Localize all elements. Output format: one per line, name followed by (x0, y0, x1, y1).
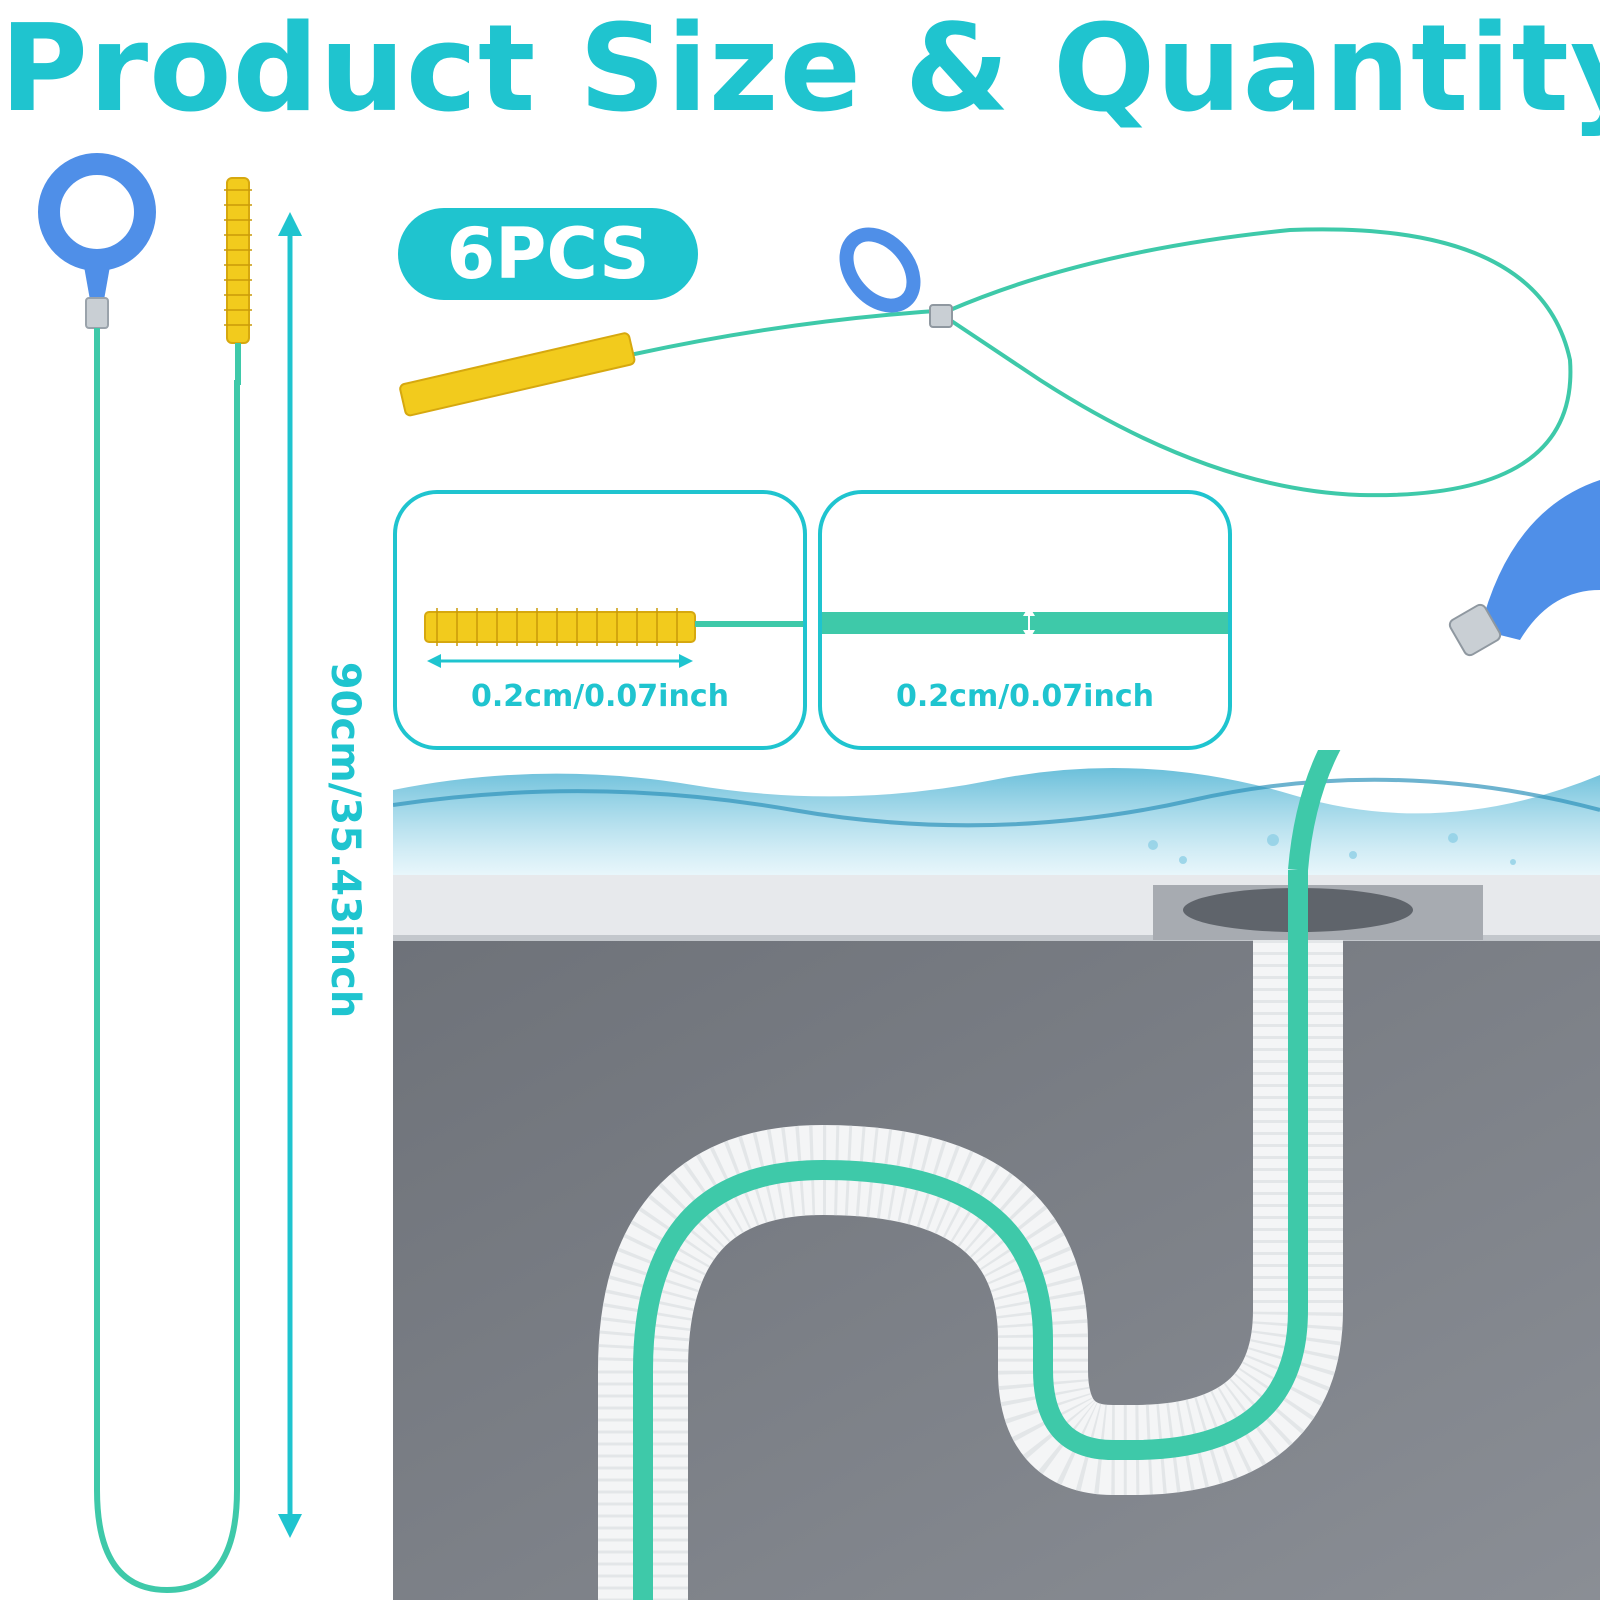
page-title: Product Size & Quantity (0, 0, 1600, 139)
drain-scene (393, 750, 1600, 1600)
detail-box-wire: 0.2cm/0.07inch (818, 490, 1232, 750)
brush-detail-icon (424, 608, 803, 668)
wire-size-label: 0.2cm/0.07inch (896, 679, 1154, 714)
length-arrow-icon (278, 212, 302, 1538)
coiled-product (399, 227, 1573, 498)
coiled-brush-icon (399, 332, 636, 417)
drain-snake-product (38, 153, 252, 1594)
detail-box-brush: 0.2cm/0.07inch (393, 490, 807, 750)
length-label: 90cm/35.43inch (322, 661, 368, 1019)
brush-head-icon (226, 177, 250, 344)
brush-size-label: 0.2cm/0.07inch (471, 679, 729, 714)
blue-handle-icon (1448, 480, 1600, 657)
ring-handle-icon (38, 153, 156, 271)
wire-detail-icon (822, 606, 1228, 640)
quantity-badge: 6PCS (398, 208, 698, 300)
